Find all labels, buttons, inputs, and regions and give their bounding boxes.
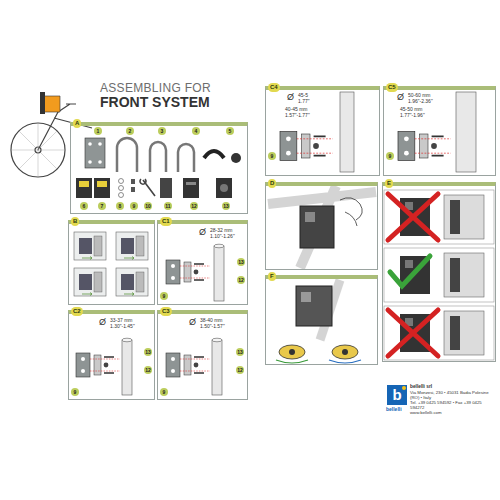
callout-number: 9 (160, 292, 168, 300)
callout-number: 1 (94, 127, 102, 135)
panel-letter: C4 (268, 83, 280, 92)
callout-number: 9 (130, 202, 138, 210)
callout-number: 13 (222, 202, 230, 210)
dimension-text: 1.96"-2.36" (407, 99, 434, 104)
dimension-text: 50-60 mm (407, 93, 432, 98)
panel-letter: C3 (160, 307, 172, 316)
dimension-text: 33-37 mm (109, 318, 134, 323)
step-panel: B (68, 220, 155, 305)
panel-letter: C1 (160, 217, 172, 226)
diameter-symbol: Ø (199, 228, 206, 237)
callout-number: 6 (80, 202, 88, 210)
panel-letter: D (268, 179, 276, 188)
callout-number: 13 (237, 258, 245, 266)
panel-letter: C5 (386, 83, 398, 92)
callout-number: 4 (192, 127, 200, 135)
title-text: ASSEMBLING FOR (100, 81, 211, 95)
callout-number: 9 (71, 388, 79, 396)
callout-number: 12 (236, 366, 244, 374)
step-panel: D (265, 182, 378, 270)
callout-number: 2 (126, 127, 134, 135)
dimension-text: 45-50 mm (399, 107, 424, 112)
callout-number: 13 (144, 348, 152, 356)
step-panel: F (265, 275, 378, 365)
callout-number: 5 (226, 127, 234, 135)
diameter-symbol: Ø (397, 93, 404, 102)
company-text: bellelli srl (410, 384, 496, 390)
logo-mark: b (387, 385, 407, 405)
diameter-symbol: Ø (287, 93, 294, 102)
callout-number: 10 (144, 202, 152, 210)
callout-number: 8 (116, 202, 124, 210)
dimension-text: 1.10"-1.26" (209, 234, 236, 239)
callout-number: 12 (144, 366, 152, 374)
dimension-text: 28-32 mm (209, 228, 234, 233)
dimension-text: 1.77" (297, 99, 311, 104)
diameter-symbol: Ø (99, 318, 106, 327)
dimension-text: 40-45 mm (284, 107, 309, 112)
callout-number: 3 (158, 127, 166, 135)
dimension-text: 1.57"-1.77" (284, 113, 311, 118)
dimension-text: 38-40 mm (199, 318, 224, 323)
company-text: Via Monzesi, 230 • 45031 Badia Polesine … (410, 390, 496, 400)
panel-letter: E (385, 179, 393, 188)
step-panel: E (382, 182, 496, 362)
diameter-symbol: Ø (189, 318, 196, 327)
panel-letter: B (71, 217, 79, 226)
callout-number: 9 (160, 388, 168, 396)
callout-number: 13 (236, 348, 244, 356)
dimension-text: 45-5 (297, 93, 309, 98)
callout-number: 9 (268, 152, 276, 160)
panel-letter: C2 (71, 307, 83, 316)
logo-text: bellelli (386, 407, 402, 412)
step-panel: A (70, 122, 248, 214)
callout-number: 9 (386, 152, 394, 160)
dimension-text: 1.50"-1.57" (199, 324, 226, 329)
dimension-text: 1.77"-1.96" (399, 113, 426, 118)
callout-number: 12 (190, 202, 198, 210)
callout-number: 11 (164, 202, 172, 210)
callout-number: 7 (98, 202, 106, 210)
dimension-text: 1.30"-1.45" (109, 324, 136, 329)
company-info: bellelli srlVia Monzesi, 230 • 45031 Bad… (410, 384, 496, 418)
callout-number: 12 (237, 276, 245, 284)
company-text: www.bellelli.com (410, 410, 496, 415)
heading-text: FRONT SYSTEM (100, 95, 210, 109)
panel-letter: A (73, 119, 81, 128)
step-panel: C4 (265, 86, 380, 176)
panel-letter: F (268, 272, 276, 281)
company-text: Tel. +39 0425 594592 • Fax +39 0425 5942… (410, 400, 496, 410)
